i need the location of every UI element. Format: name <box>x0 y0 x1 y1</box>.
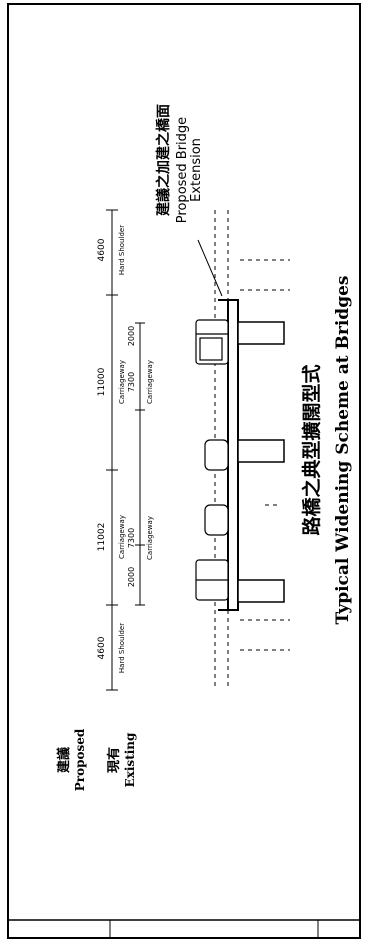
svg-text:Carriageway: Carriageway <box>146 516 154 560</box>
legend-existing-english: Existing <box>123 732 137 787</box>
svg-text:7300: 7300 <box>127 372 136 392</box>
svg-text:11000: 11000 <box>97 367 107 396</box>
label-right-shoulder: Hard Shoulder <box>118 225 126 275</box>
svg-text:Hard Shoulder: Hard Shoulder <box>118 225 126 275</box>
dim-2000-left: 2000 <box>127 567 136 587</box>
legend-existing-chinese: 現有 <box>106 747 122 773</box>
svg-text:2000: 2000 <box>127 567 136 587</box>
svg-text:11002: 11002 <box>97 523 107 552</box>
svg-text:Existing: Existing <box>123 732 137 787</box>
svg-text:Proposed Bridge: Proposed Bridge <box>175 117 190 223</box>
label-carriageway-upper: Carriageway <box>118 360 126 404</box>
outer-frame <box>7 3 361 939</box>
dim-2000-right: 2000 <box>127 326 136 346</box>
dim-carriageway-upper: 11000 <box>97 367 107 396</box>
svg-text:Carriageway: Carriageway <box>118 360 126 404</box>
existing-dimensions <box>106 209 145 691</box>
svg-text:建議: 建議 <box>56 747 72 773</box>
svg-text:Carriageway: Carriageway <box>118 515 126 559</box>
svg-text:建議之加建之橋面: 建議之加建之橋面 <box>155 104 172 216</box>
svg-text:Hard Shoulder: Hard Shoulder <box>118 623 126 673</box>
svg-text:Proposed: Proposed <box>73 728 87 791</box>
dim-7300-right: 7300 <box>127 372 136 392</box>
svg-text:Typical Widening Scheme at Bri: Typical Widening Scheme at Bridges <box>333 276 353 625</box>
label-carriageway-deck-left: Carriageway <box>146 516 154 560</box>
vehicles <box>195 319 229 601</box>
legend-proposed-english: Proposed <box>73 728 87 791</box>
title-chinese: 路橋之典型擴闊型式 <box>300 364 323 535</box>
dim-right-shoulder: 4600 <box>97 238 107 261</box>
dim-7300-left: 7300 <box>127 528 136 548</box>
svg-text:7300: 7300 <box>127 528 136 548</box>
label-carriageway-lower: Carriageway <box>118 515 126 559</box>
legend-proposed-chinese: 建議 <box>56 747 72 773</box>
extension-label-english-2: Extension <box>189 138 204 202</box>
label-carriageway-deck-right: Carriageway <box>146 360 154 404</box>
title-english: Typical Widening Scheme at Bridges <box>333 276 353 625</box>
extension-label-chinese: 建議之加建之橋面 <box>155 104 172 216</box>
label-left-shoulder: Hard Shoulder <box>118 623 126 673</box>
dim-carriageway-lower: 11002 <box>97 523 107 552</box>
bridge-piers <box>237 321 285 603</box>
svg-text:2000: 2000 <box>127 326 136 346</box>
svg-text:Carriageway: Carriageway <box>146 360 154 404</box>
svg-text:Extension: Extension <box>189 138 204 202</box>
extension-label-english-1: Proposed Bridge <box>175 117 190 223</box>
svg-text:路橋之典型擴闊型式: 路橋之典型擴闊型式 <box>300 364 323 535</box>
svg-text:現有: 現有 <box>106 747 122 773</box>
svg-text:4600: 4600 <box>97 238 107 261</box>
svg-text:4600: 4600 <box>97 636 107 659</box>
extension-leader-line <box>197 239 223 297</box>
dim-left-shoulder: 4600 <box>97 636 107 659</box>
